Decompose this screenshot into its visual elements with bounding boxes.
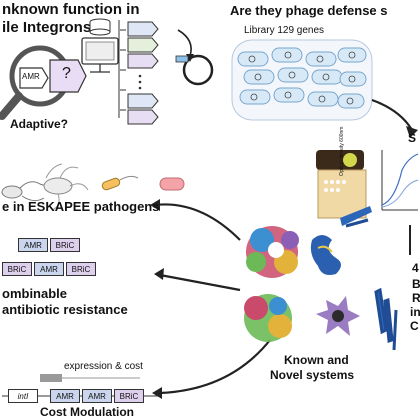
- protein-structure-2: [310, 235, 341, 275]
- recombinable-line2: antibiotic resistance: [2, 302, 128, 317]
- screen-label: S: [408, 131, 417, 145]
- cost-gene-intl: intI: [8, 389, 38, 403]
- database-icon: [89, 18, 111, 36]
- cost-gene-2: AMR: [82, 389, 112, 403]
- phage-defense-title: Are they phage defense s: [230, 3, 388, 18]
- cost-gene-1: AMR: [50, 389, 80, 403]
- recomb-row2-gene-3: BRiC: [66, 262, 96, 276]
- computer-icon: [81, 37, 119, 73]
- right-letter-5: C: [410, 319, 419, 333]
- right-letter-2: B: [412, 277, 420, 291]
- growth-plot: [381, 150, 419, 211]
- arrow-to-cost: [159, 339, 271, 395]
- protein-structure-4: [244, 294, 292, 342]
- recomb-row1-gene-1: AMR: [18, 238, 48, 252]
- recombinable-line1: ombinable: [2, 286, 68, 301]
- cost-gene-3: BRiC: [114, 389, 144, 403]
- protein-structure-6: [374, 287, 398, 351]
- bacteria-library: [231, 39, 373, 121]
- library-label: Library 129 genes: [244, 25, 325, 36]
- plot-ylabel: Optical density 600nm: [339, 126, 345, 176]
- gene-arrow-amr: [19, 67, 49, 89]
- arrow-to-eskapee: [154, 203, 241, 241]
- question-mark: ?: [62, 65, 71, 82]
- amr-label: AMR: [22, 72, 40, 81]
- protein-structure-5: [316, 296, 360, 336]
- arrow-to-plasmid: [177, 29, 192, 57]
- protein-structure-3: [340, 206, 372, 228]
- known-systems-line2: Novel systems: [270, 368, 355, 382]
- recomb-row2-gene-1: BRiC: [2, 262, 32, 276]
- cost-modulation-title: Cost Modulation: [40, 405, 134, 419]
- expression-bar: [40, 374, 62, 382]
- adaptive-label: Adaptive?: [10, 117, 69, 131]
- right-letter-3: R: [412, 291, 420, 305]
- arrow-to-screen: [371, 98, 413, 131]
- expression-cost-label: expression & cost: [64, 361, 143, 372]
- top-left-title-line2: ile Integrons: [2, 19, 92, 36]
- plasmid-icon: [175, 54, 214, 86]
- cassette-list: [127, 21, 159, 125]
- arrow-to-recombinable: [159, 273, 241, 292]
- right-letter-4: in: [410, 305, 420, 319]
- recomb-row1-gene-2: BRiC: [50, 238, 80, 252]
- protein-structure-1: [246, 226, 299, 278]
- known-systems-line1: Known and: [284, 353, 349, 367]
- eskapee-label: e in ESKAPEE pathogens: [2, 199, 160, 214]
- gene-arrow-unknown: [49, 59, 87, 93]
- bacteria-illustrations: [1, 163, 185, 211]
- right-letter-1: 4: [412, 261, 419, 275]
- top-left-title-line1: nknown function in: [2, 1, 140, 18]
- recomb-row2-gene-2: AMR: [34, 262, 64, 276]
- petri-plate: [316, 150, 367, 219]
